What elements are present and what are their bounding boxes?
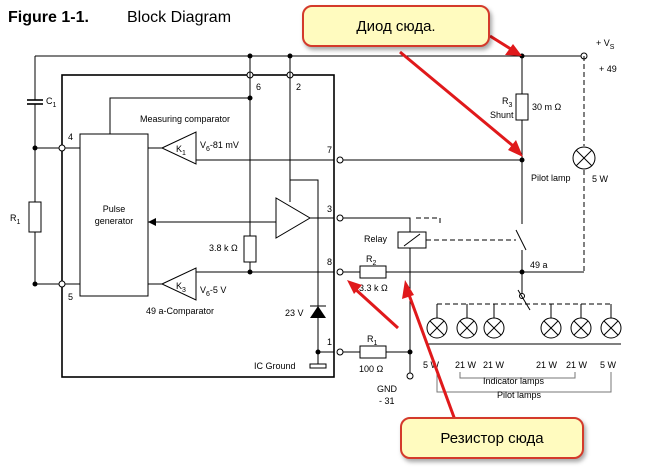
relay-switch <box>515 229 527 251</box>
diode-callout: Диод сюда. <box>302 5 490 47</box>
resistor-3-8k-label: 3.8 k Ω <box>209 243 238 253</box>
pilot-lamps-label: Pilot lamps <box>497 390 542 400</box>
pulse-generator-label-2: generator <box>95 216 134 226</box>
pin-7-label: 7 <box>327 145 332 155</box>
lamp-power-label: 21 W <box>483 360 505 370</box>
r3-label: R3 <box>502 96 513 109</box>
r2-value-label: 3.3 k Ω <box>359 283 388 293</box>
pilot-lamp-power: 5 W <box>592 174 609 184</box>
pin-8-label: 8 <box>327 257 332 267</box>
k3-label: K3 <box>176 281 186 294</box>
ic-ground-label: IC Ground <box>254 361 296 371</box>
vs-pin-label: + 49 <box>599 64 617 74</box>
vref1-label: V6-81 mV <box>200 140 239 153</box>
pin-5 <box>58 280 66 288</box>
shunt-r3 <box>515 93 529 121</box>
lamp-power-label: 21 W <box>566 360 588 370</box>
lamp-switch <box>517 289 531 311</box>
pin-7 <box>336 156 344 164</box>
k1-label: K1 <box>176 144 186 157</box>
diode-callout-text: Диод сюда. <box>356 17 436 35</box>
pilot-lamp-label: Pilot lamp <box>531 173 571 183</box>
resistor-callout: Резистор сюда <box>400 417 584 459</box>
relay-label: Relay <box>364 234 388 244</box>
ic-ground-symbol <box>309 363 327 369</box>
lamp-power-label: 21 W <box>455 360 477 370</box>
pin-3-label: 3 <box>327 204 332 214</box>
pin-8 <box>336 268 344 276</box>
vref3-label: V6-5 V <box>200 285 226 298</box>
resistor-3-8k <box>243 235 257 263</box>
pin-1-label: 1 <box>327 337 332 347</box>
gnd-label: GND <box>377 384 398 394</box>
zener-diode <box>310 306 326 318</box>
r1-bottom-label: R1 <box>367 334 378 347</box>
pin-4 <box>58 144 66 152</box>
pin-1 <box>336 348 344 356</box>
r1-left-label: R1 <box>10 213 21 226</box>
shunt-label: Shunt <box>490 110 514 120</box>
annotation-arrows <box>347 34 523 421</box>
pin-2-label: 2 <box>296 82 301 92</box>
indicator-lamps <box>426 304 622 339</box>
pin-49a-label: 49 a <box>530 260 548 270</box>
indicator-lamps-label: Indicator lamps <box>483 376 545 386</box>
lamp-power-label: 5 W <box>423 360 440 370</box>
pin-6-label: 6 <box>256 82 261 92</box>
zener-label: 23 V <box>285 308 304 318</box>
pulse-generator-label-1: Pulse <box>103 204 126 214</box>
resistor-r2 <box>359 265 387 279</box>
ic-package <box>61 74 335 378</box>
figure-label: Figure 1-1. <box>8 9 89 26</box>
pin-4-label: 4 <box>68 132 73 142</box>
lamp-power-label: 5 W <box>600 360 617 370</box>
vs-label: + VS <box>596 38 615 51</box>
r3-value-label: 30 m Ω <box>532 102 562 112</box>
measuring-comparator-label: Measuring comparator <box>140 114 230 124</box>
terminal-gnd <box>406 372 414 380</box>
resistor-callout-text: Резистор сюда <box>440 429 544 447</box>
comparator-k3 <box>160 267 197 301</box>
pin-5-label: 5 <box>68 292 73 302</box>
gnd-pin-label: - 31 <box>379 396 395 406</box>
resistor-r1-bottom <box>359 345 387 359</box>
output-driver <box>275 197 311 239</box>
comparator-49a-label: 49 a-Comparator <box>146 306 214 316</box>
r1-bottom-value: 100 Ω <box>359 364 384 374</box>
r2-label: R2 <box>366 254 377 267</box>
lamp-power-label: 21 W <box>536 360 558 370</box>
c1-label: C1 <box>46 96 57 109</box>
figure-title: Block Diagram <box>127 9 231 26</box>
pin-3 <box>336 214 344 222</box>
resistor-r1-left <box>28 201 42 233</box>
pulse-generator-block <box>79 133 149 297</box>
comparator-k1 <box>160 131 197 165</box>
